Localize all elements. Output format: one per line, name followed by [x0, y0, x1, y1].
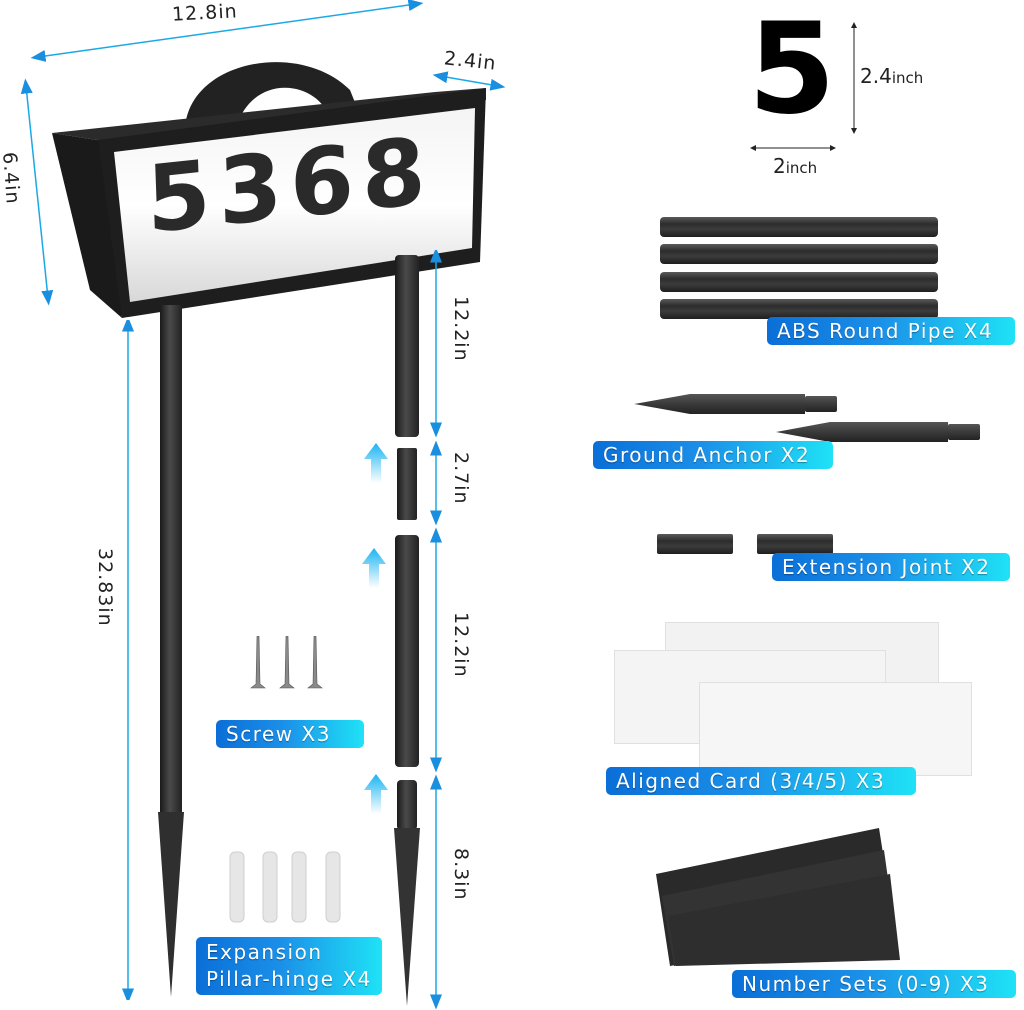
aligned-card	[699, 682, 972, 776]
width-dimension-line	[20, 0, 506, 306]
left-ground-stake	[158, 812, 184, 997]
ground-anchor-length: 8.3in	[450, 848, 472, 901]
total-height-line	[122, 320, 134, 1000]
extension-joint-label: Extension Joint X2	[772, 553, 1010, 581]
digit-dimension-lines	[750, 22, 857, 151]
digit-height-value: 2.4	[860, 64, 892, 88]
digit-width-label: 2inch	[773, 154, 817, 178]
assembly-arrow-icon	[364, 774, 388, 814]
extension-joint-part	[757, 534, 833, 554]
digit-width-unit: inch	[785, 159, 818, 177]
ground-anchor-label: Ground Anchor X2	[593, 441, 833, 469]
abs-pipe	[660, 272, 938, 292]
extension-joint-length: 2.7in	[450, 452, 472, 505]
ground-anchors-image	[634, 394, 980, 442]
abs-round-pipe-label: ABS Round Pipe X4	[767, 317, 1015, 345]
ground-anchor-spike	[394, 828, 420, 1006]
screw-label: Screw X3	[216, 720, 364, 748]
expansion-plugs-image	[229, 851, 341, 923]
aligned-card-label: Aligned Card (3/4/5) X3	[606, 767, 916, 795]
screws-image	[250, 636, 323, 689]
assembly-arrow-icon	[362, 548, 386, 588]
lower-pipe	[395, 535, 419, 767]
solar-address-sign	[52, 62, 486, 318]
lower-pipe-length: 12.2in	[450, 612, 472, 678]
upper-pipe	[395, 255, 419, 437]
upper-pipe-length: 12.2in	[450, 296, 472, 362]
digit-height-unit: inch	[891, 69, 924, 87]
digit-width-value: 2	[773, 154, 786, 178]
abs-pipe	[660, 299, 938, 319]
assembly-arrow-icon	[364, 443, 388, 483]
number-sets-label: Number Sets (0-9) X3	[732, 970, 1016, 998]
sign-width-label: 12.8in	[171, 0, 239, 26]
extension-joint-part	[657, 534, 733, 554]
total-height-label: 32.83in	[94, 548, 116, 627]
digit-sample: 5	[748, 0, 836, 142]
abs-pipe	[660, 217, 938, 237]
number-sets-image	[656, 828, 900, 966]
ground-anchor-top	[397, 780, 417, 830]
expansion-pillar-hinge-label: Expansion Pillar-hinge X4	[196, 937, 382, 995]
left-pole	[160, 305, 182, 815]
digit-height-label: 2.4inch	[860, 64, 923, 88]
abs-pipe	[660, 244, 938, 264]
extension-joint	[397, 448, 417, 520]
segment-dimension-lines	[430, 250, 442, 1010]
sign-height-label: 6.4in	[0, 151, 24, 206]
